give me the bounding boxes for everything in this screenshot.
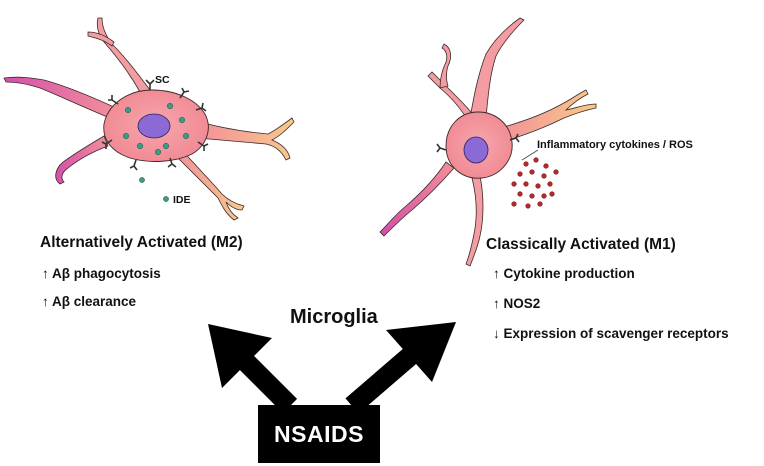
m1-process-lower-left: [379, 161, 455, 237]
nsaids-box: NSAIDS: [258, 405, 380, 463]
nsaids-label: NSAIDS: [274, 420, 364, 447]
m1-nucleus: [463, 136, 489, 164]
cytokine-dot: [541, 193, 547, 199]
cytokine-dot: [543, 163, 549, 169]
cytokine-dot: [533, 157, 539, 163]
cytokine-label-pointer: [521, 149, 539, 161]
m2-scavenger-receptors: [101, 79, 209, 171]
m1-item-2: ↑ NOS2: [493, 296, 541, 311]
cytokine-dot: [541, 173, 547, 179]
m2-process-bottom: [175, 149, 245, 221]
m2-item-1: ↑ Aβ phagocytosis: [42, 266, 161, 281]
cytokine-dot: [523, 161, 529, 167]
cytokine-dot: [529, 169, 535, 175]
m1-process-lower-right: [465, 175, 484, 267]
arrow-to-m2: [208, 324, 298, 414]
m1-process-right: [499, 89, 597, 143]
cytokine-dot: [523, 181, 529, 187]
m2-process-lower-left: [55, 135, 109, 185]
m1-item-3: ↓ Expression of scavenger receptors: [493, 326, 729, 341]
cytokine-dot: [529, 193, 535, 199]
inflammatory-label: Inflammatory cytokines / ROS: [537, 139, 693, 151]
cytokine-dot: [547, 181, 553, 187]
m1-process-top-left-branch: [439, 43, 452, 89]
cytokine-dot: [511, 181, 517, 187]
m1-heading: Classically Activated (M1): [486, 236, 676, 253]
m1-item-1: ↑ Cytokine production: [493, 266, 635, 281]
microglia-title: Microglia: [290, 306, 378, 328]
cytokine-dot: [511, 201, 517, 207]
cytokine-dot: [549, 191, 555, 197]
arrow-to-m1: [345, 322, 456, 414]
m1-cytokine-dots: [511, 157, 559, 209]
m2-nucleus: [137, 113, 171, 139]
m2-process-top: [96, 17, 151, 93]
m2-item-2: ↑ Aβ clearance: [42, 294, 137, 309]
m2-process-top-branch: [87, 31, 115, 47]
cytokine-dot: [517, 191, 523, 197]
sc-label: SC: [155, 74, 170, 86]
cytokine-dot: [553, 169, 559, 175]
m2-heading: Alternatively Activated (M2): [40, 234, 243, 251]
m2-process-right: [197, 117, 295, 161]
microglia-m1-cell: [379, 17, 597, 267]
cytokine-dot: [525, 203, 531, 209]
microglia-m2-cell: [3, 17, 295, 221]
cytokine-dot: [537, 201, 543, 207]
m2-ide-dots: [122, 102, 190, 202]
cytokine-dot: [535, 183, 541, 189]
ide-label: IDE: [173, 194, 191, 206]
m2-process-left: [3, 76, 117, 119]
cytokine-dot: [517, 171, 523, 177]
m1-process-top: [469, 17, 525, 119]
m1-scavenger-receptors: [436, 133, 520, 153]
